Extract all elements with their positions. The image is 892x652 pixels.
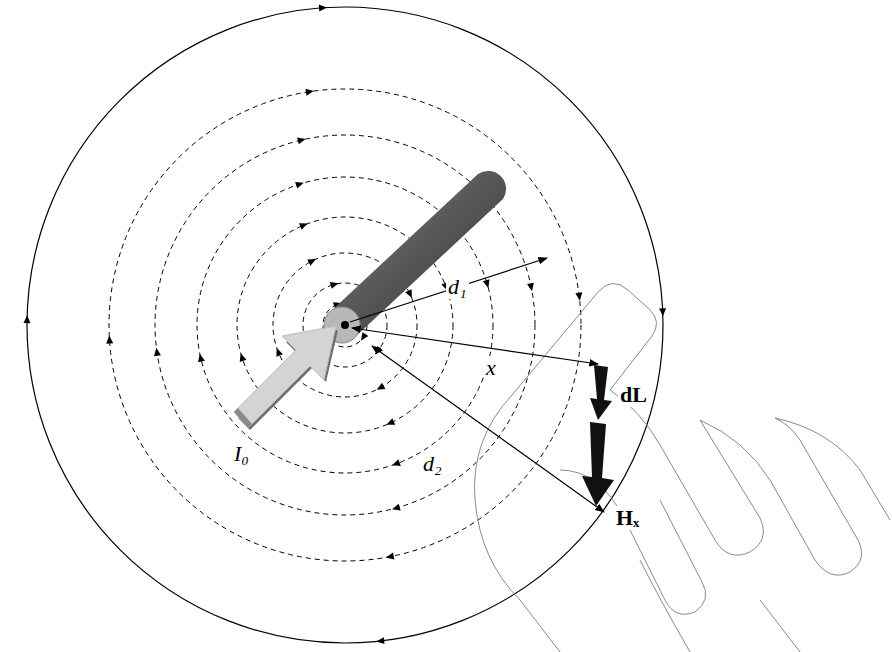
distance-label: d₁ xyxy=(446,275,469,299)
field-direction-arrow xyxy=(527,283,535,292)
field-direction-arrow xyxy=(405,289,415,299)
field-lines xyxy=(23,4,666,645)
field-direction-arrow xyxy=(196,353,205,362)
field-direction-arrow xyxy=(391,459,401,468)
field-direction-arrow xyxy=(330,280,339,289)
field-label: Hₓ xyxy=(614,506,641,530)
distance-label: x xyxy=(484,356,498,380)
outer-field-line xyxy=(27,7,663,643)
field-direction-arrow xyxy=(575,292,583,301)
field-direction-arrow xyxy=(659,308,666,316)
field-direction-arrow xyxy=(358,332,368,343)
field-direction-arrow xyxy=(483,279,492,289)
field-direction-arrow xyxy=(153,347,161,356)
field-direction-arrow xyxy=(237,352,246,362)
field-direction-arrow xyxy=(319,4,327,12)
field-vectors xyxy=(582,365,614,506)
current-label: I₀ xyxy=(232,442,251,466)
field-direction-arrow xyxy=(295,179,305,188)
field-direction-arrow xyxy=(299,220,309,230)
distance-label: d₂ xyxy=(421,452,444,476)
field-direction-arrow xyxy=(391,504,401,513)
field-direction-arrow xyxy=(385,418,395,428)
field-direction-arrow xyxy=(106,335,113,343)
element-label: dL xyxy=(618,383,649,407)
field-direction-arrow xyxy=(385,553,394,561)
field-line xyxy=(109,89,581,561)
distance-lines xyxy=(350,258,604,512)
field-direction-arrow xyxy=(307,256,317,266)
current-arrow xyxy=(234,326,338,430)
field-direction-arrow xyxy=(273,347,282,357)
field-direction-arrow xyxy=(305,88,314,96)
right-hand-outline xyxy=(474,283,890,652)
field-direction-arrow xyxy=(297,136,306,145)
field-direction-arrow xyxy=(23,315,30,323)
wire-conductor xyxy=(324,171,506,343)
field-direction-arrow xyxy=(376,637,385,645)
field-direction-arrow xyxy=(375,383,385,393)
